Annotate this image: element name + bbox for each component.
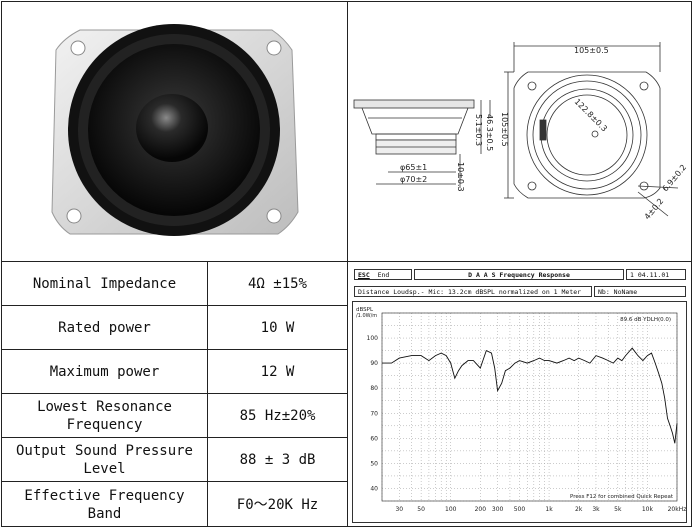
mount-hole-tr (266, 40, 282, 56)
spec-value: 88 ± 3 dB (239, 451, 316, 468)
response-curve (382, 347, 678, 444)
x-tick-label: 500 (514, 506, 526, 513)
x-tick-label: 30 (395, 506, 403, 513)
plot-area (381, 312, 678, 502)
spec-value: 12 W (260, 363, 295, 380)
mount-hole-br (266, 208, 282, 224)
spec-label: Output Sound Pressure Level (2, 438, 208, 481)
frequency-response-panel: ESC End D A A S Frequency Response 1 04.… (350, 265, 690, 525)
x-tick-label: 20kHz (668, 506, 687, 513)
y-tick-label: 40 (370, 485, 378, 492)
spec-value: F0～20K Hz (236, 496, 319, 513)
fr-title: D A A S Frequency Response (414, 269, 624, 280)
spec-label: Effective Frequency Band (2, 482, 208, 527)
spec-row: Effective Frequency Band F0～20K Hz (2, 482, 347, 527)
y-axis-unit: dBSPL (356, 307, 374, 313)
date-prefix: 1 (630, 271, 634, 279)
chart-footer: Press F12 for combined Quick Repeat (570, 494, 674, 500)
spec-row: Output Sound Pressure Level 88 ± 3 dB (2, 438, 347, 482)
x-tick-label: 200 (475, 506, 487, 513)
spec-table: Nominal Impedance 4Ω ±15% Rated power 10… (2, 262, 347, 527)
dim-magnet-height: 10±0.3 (456, 162, 465, 192)
speaker-dust-cap (136, 94, 208, 162)
dim-diameter-1: φ65±1 (400, 163, 427, 172)
spec-label: Rated power (2, 306, 208, 349)
y-tick-label: 50 (370, 460, 378, 467)
spec-label: Lowest Resonance Frequency (2, 394, 208, 437)
y-tick-label: 90 (370, 360, 378, 367)
x-tick-label: 1k (545, 506, 553, 513)
esc-key[interactable]: ESC (358, 271, 370, 279)
spec-row: Rated power 10 W (2, 306, 347, 350)
x-tick-label: 100 (445, 506, 457, 513)
dim-diameter-2: φ70±2 (400, 175, 427, 184)
fr-distance: Distance Loudsp.- Mic: 13.2cm dBSPL norm… (354, 286, 592, 297)
y-axis-sub: /1.0W/m (356, 313, 377, 319)
x-tick-label: 5k (614, 506, 622, 513)
dim-hole-2: 4±0.2 (643, 197, 666, 222)
end-label: End (377, 271, 390, 279)
x-tick-label: 50 (417, 506, 425, 513)
dim-pcd: 122.8±0.3 (573, 97, 609, 133)
fr-esc-end[interactable]: ESC End (354, 269, 412, 280)
x-tick-label: 300 (492, 506, 504, 513)
spec-value: 4Ω ±15% (247, 275, 307, 292)
y-tick-label: 60 (370, 435, 378, 442)
speaker-photo (51, 24, 299, 236)
dim-hole-1: 6.9±0.2 (661, 163, 689, 193)
y-tick-label: 80 (370, 385, 378, 392)
fr-date: 1 04.11.01 (626, 269, 686, 280)
chart-annotation: 89.6 dB YDLH(0.0) (620, 317, 671, 323)
mount-hole-bl (66, 208, 82, 224)
x-tick-label: 3k (592, 506, 600, 513)
x-tick-label: 10k (642, 506, 654, 513)
spec-row: Maximum power 12 W (2, 350, 347, 394)
y-tick-label: 70 (370, 410, 378, 417)
spec-row: Lowest Resonance Frequency 85 Hz±20% (2, 394, 347, 438)
dim-depth-1: 46.3±0.5 (485, 114, 494, 151)
fr-nb: Nb: NoName (594, 286, 686, 297)
y-tick-label: 100 (367, 335, 379, 342)
dim-depth-2: 5.1±0.3 (474, 114, 483, 146)
fr-graph-frame (352, 301, 687, 523)
spec-row: Nominal Impedance 4Ω ±15% (2, 262, 347, 306)
technical-drawing: 105±0.5 105±0.5 46.3±0.5 5.1±0.3 φ65±1 φ… (353, 42, 689, 222)
fr-chart: 40 50 60 70 80 90 100 30 50 100 200 300 500 1k 2k 3k 5k 1… (356, 307, 687, 513)
divider-horizontal (1, 261, 692, 262)
x-tick-label: 2k (575, 506, 583, 513)
spec-label: Nominal Impedance (2, 262, 208, 305)
dim-height: 105±0.5 (500, 112, 509, 147)
mount-hole-tl (70, 40, 86, 56)
spec-value: 10 W (260, 319, 295, 336)
spec-label: Maximum power (2, 350, 208, 393)
dim-width: 105±0.5 (574, 46, 609, 55)
spec-value: 85 Hz±20% (239, 407, 316, 424)
date-value: 04.11.01 (637, 271, 670, 279)
divider-vertical (347, 1, 348, 527)
